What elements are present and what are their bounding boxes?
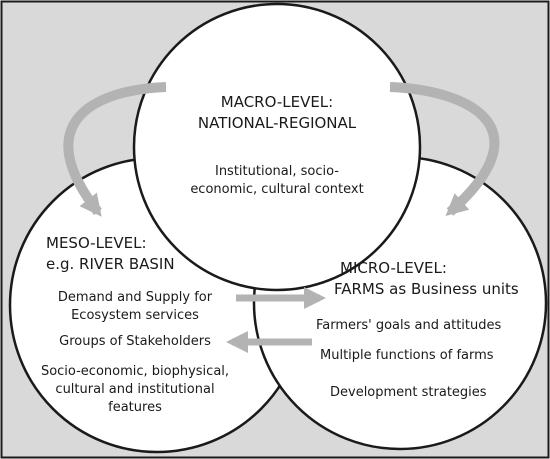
micro-item-strategies: Development strategies [330, 385, 487, 400]
macro-to-meso-arrow [63, 82, 167, 217]
macro-body-line1: Institutional, socio- [214, 164, 339, 179]
micro-title-line1: MICRO-LEVEL: [340, 259, 447, 277]
meso-item-stakeholders: Groups of Stakeholders [59, 334, 211, 349]
macro-to-micro-arrow [389, 82, 500, 216]
meso-item3-line2: cultural and institutional [55, 382, 215, 397]
meso-item1-line1: Demand and Supply for [57, 290, 213, 305]
meso-item3-line1: Socio-economic, biophysical, [40, 364, 230, 379]
micro-title: MICRO-LEVEL: FARMS as Business units [334, 258, 519, 300]
micro-title-line2: FARMS as Business units [334, 280, 519, 298]
micro-item-goals: Farmers' goals and attitudes [316, 318, 502, 333]
meso-title-line2: e.g. RIVER BASIN [46, 255, 175, 273]
macro-title-line1: MACRO-LEVEL: [220, 93, 334, 111]
macro-title: MACRO-LEVEL: NATIONAL-REGIONAL [157, 92, 397, 134]
macro-body-line2: economic, cultural context [190, 182, 364, 197]
macro-title-line2: NATIONAL-REGIONAL [197, 114, 357, 132]
meso-title: MESO-LEVEL: e.g. RIVER BASIN [46, 233, 175, 275]
macro-circle [132, 2, 422, 292]
meso-item3-line3: features [108, 400, 162, 415]
micro-item-functions: Multiple functions of farms [320, 348, 494, 363]
meso-item-demand-supply: Demand and Supply for Ecosystem services [32, 289, 238, 325]
meso-title-line1: MESO-LEVEL: [46, 234, 147, 252]
macro-description: Institutional, socio- economic, cultural… [157, 163, 397, 199]
meso-item1-line2: Ecosystem services [71, 308, 199, 323]
meso-item-features: Socio-economic, biophysical, cultural an… [32, 363, 238, 417]
